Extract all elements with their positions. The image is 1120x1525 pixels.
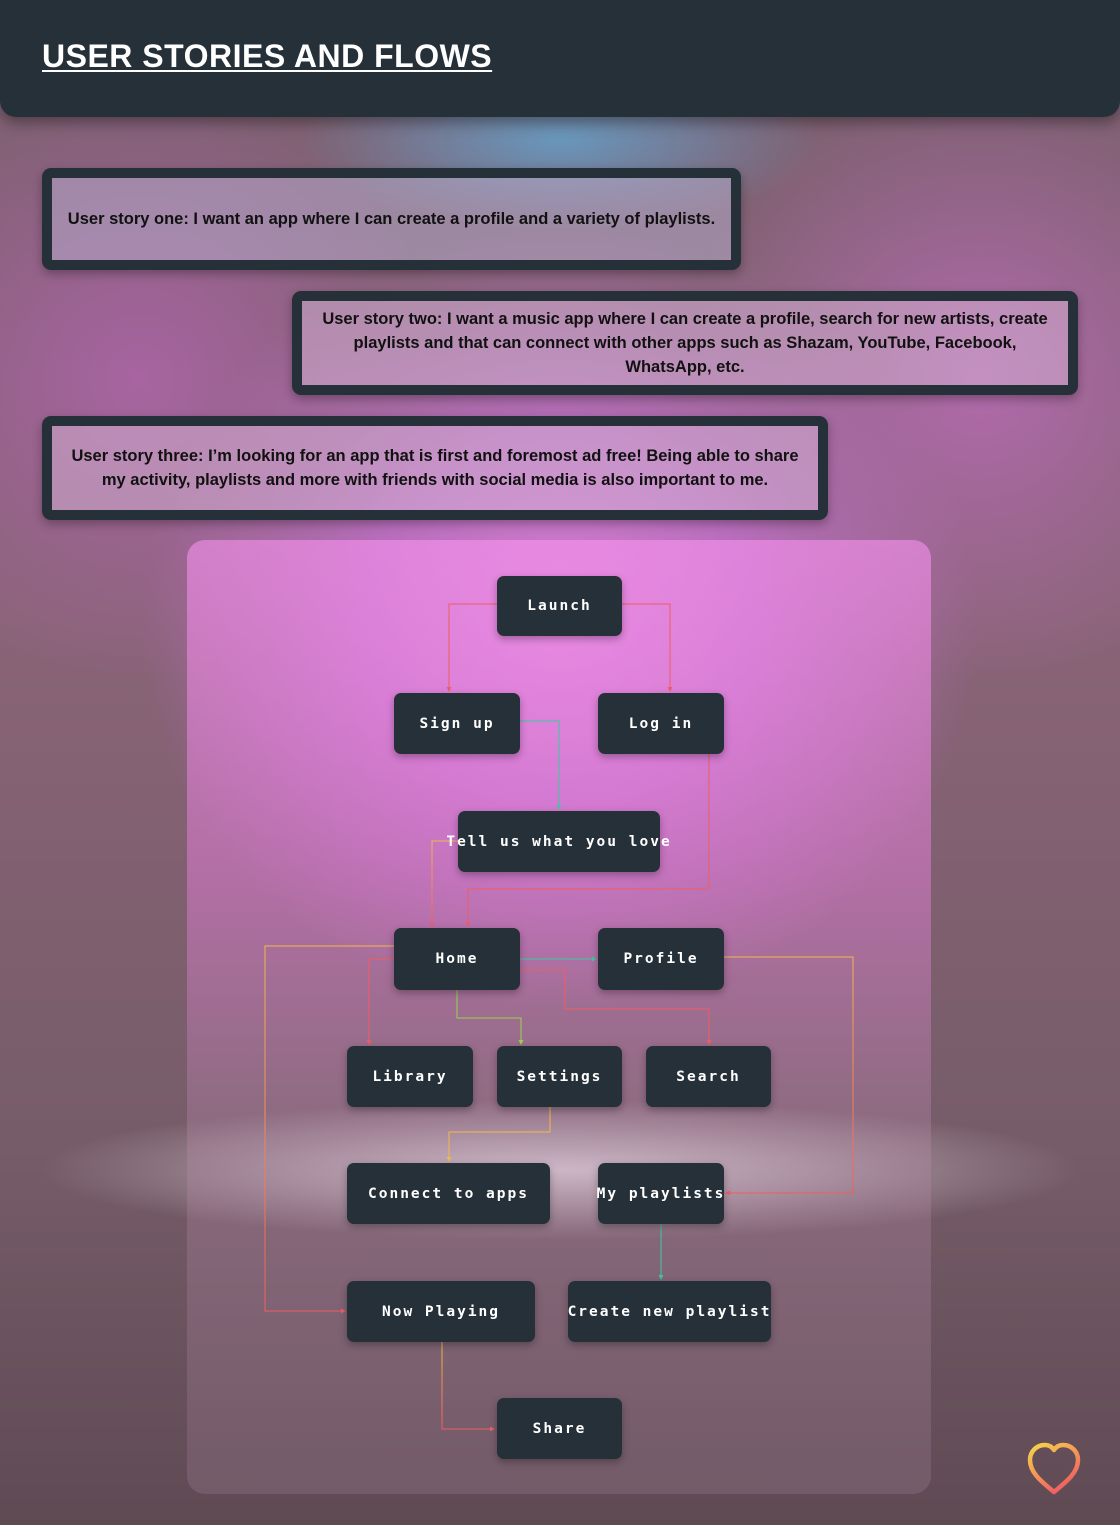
edge-home-search	[520, 969, 712, 1045]
user-story-one: User story one: I want an app where I ca…	[42, 168, 741, 270]
page-title: USER STORIES AND FLOWS	[42, 38, 493, 74]
page-header: USER STORIES AND FLOWS	[0, 0, 1120, 117]
edge-home-library	[366, 958, 394, 1045]
flow-node-sign-up: Sign up	[394, 693, 520, 754]
edge-home-settings	[456, 990, 524, 1045]
flow-node-launch: Launch	[497, 576, 622, 636]
user-flow-panel	[187, 540, 931, 1494]
edge-settings-connect	[446, 1107, 551, 1162]
edge-launch-login	[622, 603, 673, 692]
edge-launch-signup	[446, 603, 497, 692]
flow-node-tell-us-what-you-love: Tell us what you love	[446, 811, 670, 872]
edge-login-home	[465, 754, 710, 927]
edge-home-nowplaying	[264, 945, 394, 1314]
heart-icon[interactable]	[1024, 1440, 1084, 1500]
flow-node-now-playing: Now Playing	[347, 1281, 535, 1342]
flow-node-create-new-playlist: Create new playlist	[568, 1281, 771, 1342]
user-story-two: User story two: I want a music app where…	[292, 291, 1078, 395]
edge-tellus-home	[429, 840, 458, 927]
flow-node-home: Home	[394, 928, 520, 990]
flow-node-settings: Settings	[497, 1046, 622, 1107]
flow-node-log-in: Log in	[598, 693, 724, 754]
edge-profile-playlists	[724, 956, 854, 1196]
flow-node-share: Share	[497, 1398, 622, 1459]
flow-node-my-playlists: My playlists	[597, 1163, 724, 1224]
flow-node-library: Library	[347, 1046, 473, 1107]
user-story-three: User story three: I’m looking for an app…	[42, 416, 828, 520]
flow-node-search: Search	[646, 1046, 771, 1107]
edge-nowplaying-share	[441, 1342, 495, 1432]
edge-signup-tellus	[520, 720, 562, 810]
flow-node-profile: Profile	[598, 928, 724, 990]
flow-node-connect-to-apps: Connect to apps	[347, 1163, 550, 1224]
